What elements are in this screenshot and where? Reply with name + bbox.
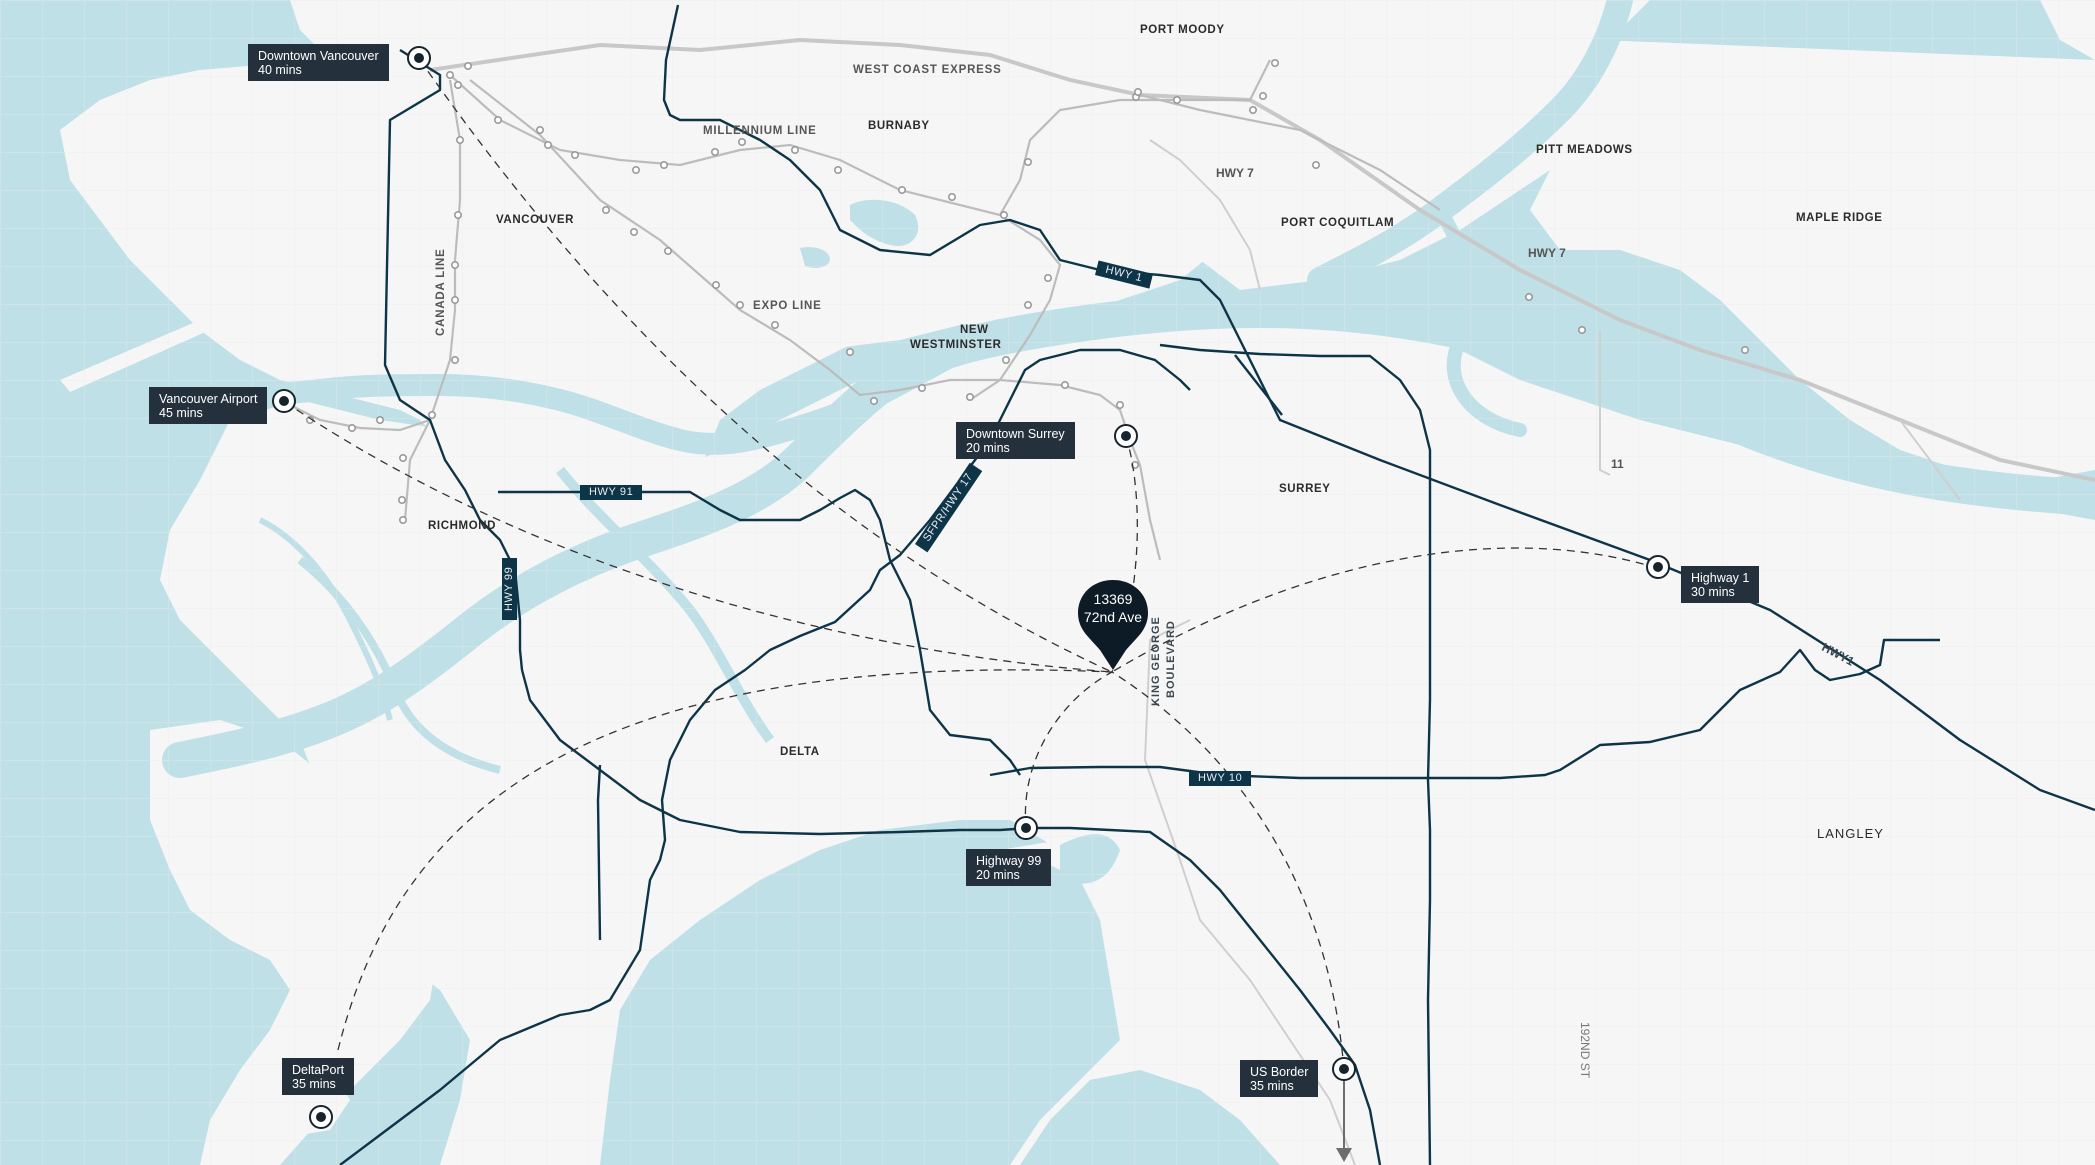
callout-time: 45 mins <box>159 406 203 420</box>
marker-highway-99[interactable] <box>1014 816 1038 840</box>
callout-time: 40 mins <box>258 63 302 77</box>
callout-time: 35 mins <box>292 1077 336 1091</box>
callout-name: Highway 99 <box>976 854 1042 868</box>
label-king-george-line2: BOULEVARD <box>1165 620 1177 698</box>
label-expo-line: EXPO LINE <box>753 300 822 312</box>
callout-us-border[interactable]: US Border 35 mins <box>1240 1060 1319 1097</box>
place-delta: DELTA <box>780 746 820 758</box>
callout-vancouver-airport[interactable]: Vancouver Airport 45 mins <box>149 387 268 424</box>
local-roads <box>1143 139 1961 1165</box>
place-vancouver: VANCOUVER <box>496 214 575 226</box>
label-route-11: 11 <box>1611 457 1624 471</box>
marker-vancouver-airport[interactable] <box>272 389 296 413</box>
place-burnaby: BURNABY <box>868 120 930 132</box>
hwy-17-delta <box>596 764 602 941</box>
border-arrow-head <box>1336 1148 1352 1162</box>
callout-deltaport[interactable]: DeltaPort 35 mins <box>282 1058 355 1095</box>
callout-name: US Border <box>1250 1065 1309 1079</box>
callout-downtown-vancouver[interactable]: Downtown Vancouver 40 mins <box>248 44 389 81</box>
marker-downtown-surrey[interactable] <box>1114 424 1138 448</box>
callout-downtown-surrey[interactable]: Downtown Surrey 20 mins <box>956 422 1075 459</box>
hwy-99-main <box>383 48 524 671</box>
hwy-1-east-surrey <box>1234 354 1283 416</box>
tag-hwy-10: HWY 10 <box>1189 771 1252 786</box>
place-richmond: RICHMOND <box>428 520 497 532</box>
callout-time: 20 mins <box>976 868 1020 882</box>
destination-address: 13369 72nd Ave <box>1076 590 1150 626</box>
hwy-17-sfpr <box>339 348 1191 1165</box>
marker-us-border[interactable] <box>1332 1057 1356 1081</box>
destination-line1: 13369 <box>1093 591 1133 607</box>
connector-us-border <box>1111 671 1345 1071</box>
connector-downtown-vancouver <box>419 59 1113 673</box>
marker-highway-1[interactable] <box>1646 555 1670 579</box>
evergreen-line <box>999 59 1271 216</box>
place-surrey: SURREY <box>1279 483 1331 495</box>
callout-name: Downtown Surrey <box>966 427 1065 441</box>
callout-name: DeltaPort <box>292 1063 345 1077</box>
callout-name: Downtown Vancouver <box>258 49 379 63</box>
label-king-george-line1: KING GEORGE <box>1150 616 1162 706</box>
destination-line2: 72nd Ave <box>1083 609 1143 625</box>
label-west-coast-express: WEST COAST EXPRESS <box>853 64 1002 76</box>
place-port-coquitlam: PORT COQUITLAM <box>1281 217 1395 229</box>
place-maple-ridge: MAPLE RIDGE <box>1796 212 1883 224</box>
connector-vancouver-airport <box>284 401 1113 673</box>
place-new-westminster-line1: NEW <box>960 324 989 336</box>
place-langley: LANGLEY <box>1817 826 1884 841</box>
callout-time: 20 mins <box>966 441 1010 455</box>
callout-highway-1[interactable]: Highway 1 30 mins <box>1681 566 1760 603</box>
marker-deltaport[interactable] <box>309 1105 333 1129</box>
hwy-1-north <box>662 4 2095 812</box>
connector-highway-1 <box>1111 547 1658 673</box>
callout-name: Vancouver Airport <box>159 392 258 406</box>
west-coast-express-line <box>429 37 2095 482</box>
label-millennium-line: MILLENNIUM LINE <box>703 125 817 137</box>
place-pitt-meadows: PITT MEADOWS <box>1536 144 1633 156</box>
place-new-westminster-line2: WESTMINSTER <box>910 339 1002 351</box>
hwy7-line-coquitlam <box>1139 93 1441 211</box>
label-hwy7-b: HWY 7 <box>1528 246 1566 260</box>
callout-name: Highway 1 <box>1691 571 1750 585</box>
callout-time: 30 mins <box>1691 585 1735 599</box>
hwy-15 <box>1159 343 1432 1165</box>
place-port-moody: PORT MOODY <box>1140 24 1225 36</box>
label-192nd-st: 192ND ST <box>1578 1022 1592 1079</box>
marker-downtown-vancouver[interactable] <box>407 46 431 70</box>
map-pin-icon <box>1078 580 1148 670</box>
tag-hwy-99: HWY 99 <box>502 557 517 620</box>
label-canada-line: CANADA LINE <box>435 248 447 336</box>
callout-highway-99[interactable]: Highway 99 20 mins <box>966 849 1052 886</box>
destination-pin[interactable]: 13369 72nd Ave <box>1076 578 1150 672</box>
canada-line <box>403 79 462 521</box>
callout-time: 35 mins <box>1250 1079 1294 1093</box>
tag-hwy-91: HWY 91 <box>580 485 643 500</box>
label-hwy7-a: HWY 7 <box>1216 166 1254 180</box>
highways <box>339 4 2095 1165</box>
transit-stations <box>305 58 1750 524</box>
canada-line-airport <box>289 404 431 432</box>
hwy-91 <box>498 488 1021 776</box>
